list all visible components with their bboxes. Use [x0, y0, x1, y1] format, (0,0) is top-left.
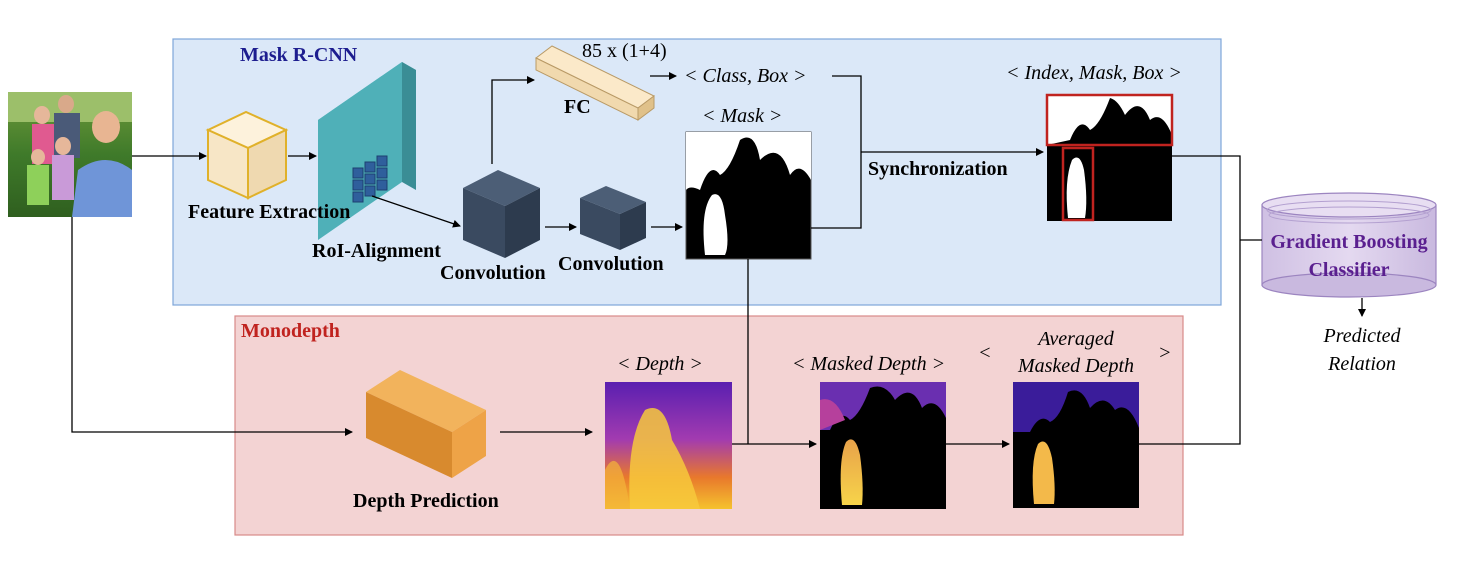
fc-label: FC	[564, 96, 591, 118]
arrow-roi-to-conv1	[371, 195, 461, 228]
depth-label: < Depth >	[617, 353, 703, 375]
input-photo	[8, 92, 132, 217]
convolution-1-label: Convolution	[440, 262, 546, 284]
feature-extraction-cube	[205, 110, 289, 200]
arrow-conv1-to-fc	[491, 76, 535, 164]
monodepth-title: Monodepth	[241, 320, 340, 342]
mask-image	[685, 131, 812, 260]
averaged-open-bracket: <	[978, 342, 992, 364]
connectors	[71, 72, 1366, 448]
depth-prediction-label: Depth Prediction	[353, 490, 499, 512]
convolution-2-label: Convolution	[558, 253, 664, 275]
feature-extraction-label: Feature Extraction	[188, 201, 351, 223]
averaged-close-bracket: >	[1158, 342, 1172, 364]
line-index-to-classifier	[1139, 155, 1241, 445]
masked-depth-image	[820, 382, 946, 509]
classifier-cylinder	[1261, 192, 1437, 298]
predicted-relation-label: Predicted Relation	[1323, 325, 1401, 375]
fc-bar	[535, 45, 655, 121]
fc-dims-label: 85 x (1+4)	[582, 40, 667, 62]
depth-image	[605, 382, 732, 509]
convolution-cube-2	[580, 186, 646, 250]
synchronization-label: Synchronization	[868, 158, 1008, 180]
index-mask-box-image	[1045, 93, 1174, 222]
mask-label: < Mask >	[702, 105, 783, 127]
roi-alignment-slab	[318, 62, 416, 240]
index-mask-box-label: < Index, Mask, Box >	[1006, 62, 1182, 84]
classifier-label: Gradient Boosting Classifier	[1270, 231, 1428, 281]
arrow-input-to-depth	[71, 217, 353, 436]
averaged-masked-depth-image	[1013, 382, 1139, 508]
averaged-masked-depth-label: Averaged Masked Depth	[1017, 328, 1135, 377]
masked-depth-label: < Masked Depth >	[792, 353, 946, 375]
class-box-label: < Class, Box >	[684, 65, 807, 87]
convolution-cube-1	[463, 170, 540, 258]
depth-prediction-cube	[366, 370, 486, 478]
roi-alignment-label: RoI-Alignment	[312, 240, 441, 262]
mask-rcnn-title: Mask R-CNN	[240, 44, 358, 66]
